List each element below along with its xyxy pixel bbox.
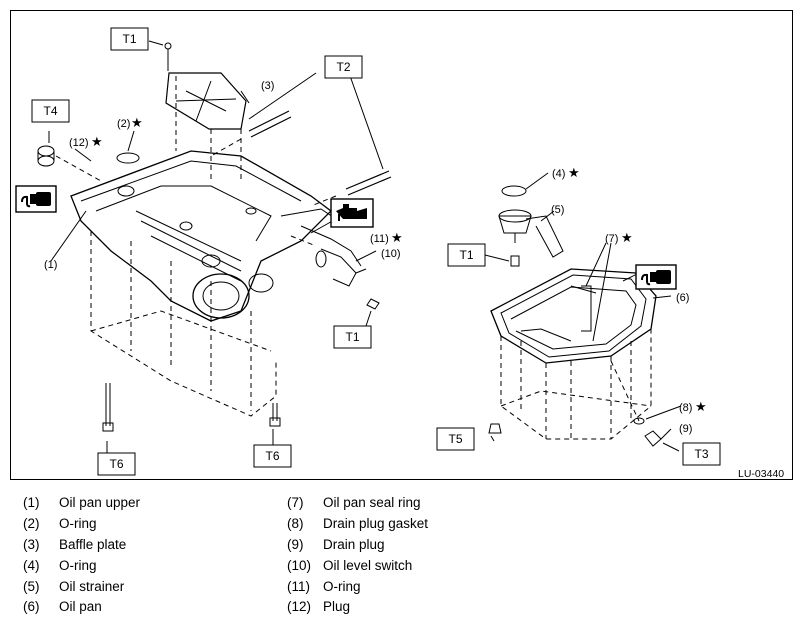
svg-text:T2: T2 xyxy=(336,60,350,74)
torque-tag-t4: T4 xyxy=(31,99,70,123)
bolt xyxy=(510,255,520,267)
star-mark: ★ xyxy=(391,230,403,245)
parts-legend: (1) Oil pan upper (2) O-ring (3) Baffle … xyxy=(23,495,429,614)
oil-strainer xyxy=(498,185,564,258)
callout-8: (8) xyxy=(679,402,692,414)
oil-level-switch xyxy=(290,235,367,287)
callout-6: (6) xyxy=(676,292,689,304)
bolt xyxy=(164,42,172,71)
svg-text:T5: T5 xyxy=(448,432,462,446)
figure-code: LU-03440 xyxy=(738,468,784,480)
callout-3: (3) xyxy=(261,80,274,92)
callout-5: (5) xyxy=(551,204,564,216)
callout-11: (11) xyxy=(370,233,389,245)
stud-bolt xyxy=(210,110,392,207)
baffle-plate xyxy=(165,72,247,181)
star-mark: ★ xyxy=(91,134,103,149)
svg-text:T6: T6 xyxy=(109,457,123,471)
star-mark: ★ xyxy=(131,115,143,130)
torque-tag-t1: T1 xyxy=(333,325,372,349)
callout-2: (2) xyxy=(117,118,130,130)
exploded-diagram: T1 T2 T4 T1 T1 T6 T6 T5 xyxy=(10,10,793,480)
svg-text:T4: T4 xyxy=(43,104,57,118)
star-mark: ★ xyxy=(568,165,580,180)
svg-text:T1: T1 xyxy=(459,248,473,262)
torque-tag-t5: T5 xyxy=(436,427,475,451)
oil-pan xyxy=(490,268,657,440)
pipe xyxy=(581,285,592,332)
torque-tag-t2: T2 xyxy=(324,55,363,79)
oil-can-icon xyxy=(330,198,374,228)
svg-text:T1: T1 xyxy=(345,330,359,344)
sealant-tube-icon xyxy=(635,264,677,290)
torque-tag-t1: T1 xyxy=(447,243,486,267)
oil-pan-upper xyxy=(70,150,362,417)
torque-tag-t1: T1 xyxy=(110,27,149,51)
torque-tag-t3: T3 xyxy=(682,442,721,466)
callout-12: (12) xyxy=(69,137,89,149)
callout-4: (4) xyxy=(552,168,565,180)
plug xyxy=(37,145,102,182)
bolt xyxy=(366,298,380,310)
svg-text:T3: T3 xyxy=(694,447,708,461)
bolt xyxy=(488,423,502,434)
sealant-tube-icon xyxy=(15,185,57,213)
callout-7: (7) xyxy=(605,233,618,245)
o-ring xyxy=(116,152,140,164)
star-mark: ★ xyxy=(621,230,633,245)
torque-tag-t6: T6 xyxy=(97,452,136,476)
long-bolt xyxy=(102,383,281,432)
svg-text:T1: T1 xyxy=(122,32,136,46)
star-mark: ★ xyxy=(695,399,707,414)
callout-9: (9) xyxy=(679,423,692,435)
svg-text:T6: T6 xyxy=(265,449,279,463)
callout-10: (10) xyxy=(381,248,401,260)
torque-tag-t6: T6 xyxy=(253,444,292,468)
callout-1: (1) xyxy=(44,259,57,271)
